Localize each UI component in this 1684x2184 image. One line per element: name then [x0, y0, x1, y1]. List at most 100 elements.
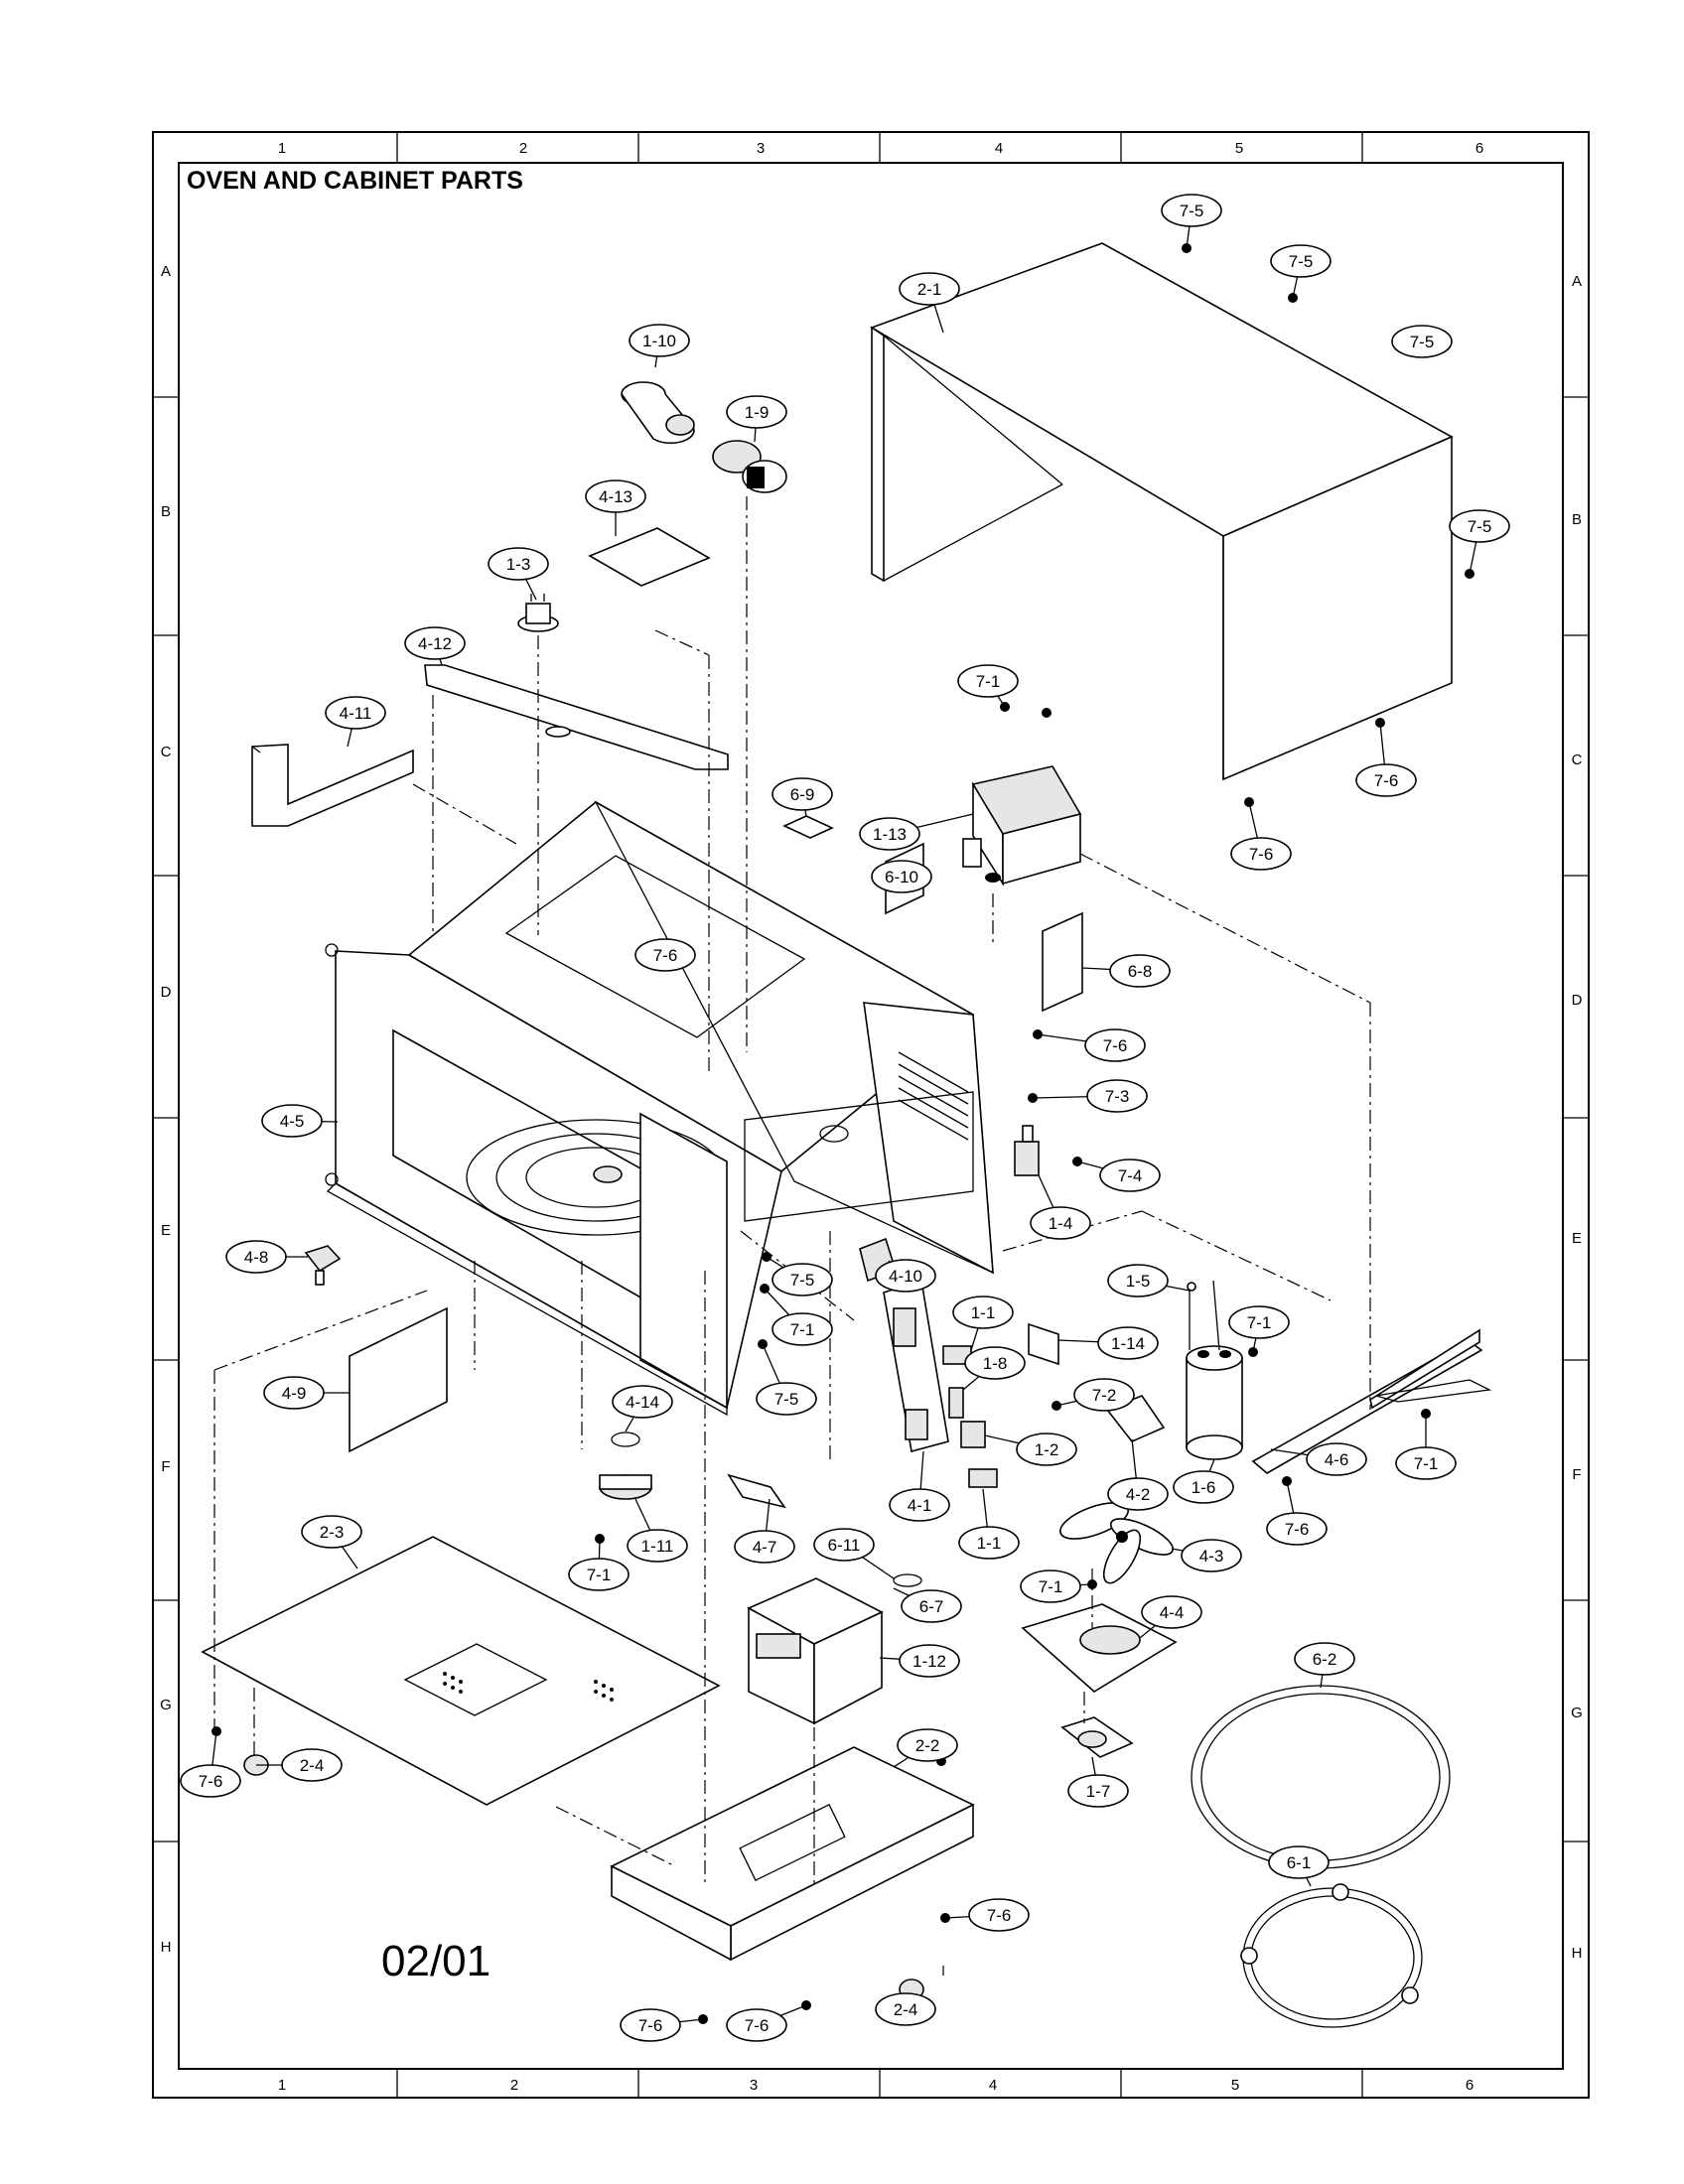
grid-col-bottom-5: 5: [1231, 2077, 1239, 2094]
assembly-leader-lines: [213, 496, 1371, 1976]
callout-bubble: [889, 1488, 950, 1522]
part-6-11-drawing: [893, 1573, 922, 1587]
callout-bubble: [968, 1898, 1030, 1932]
callout-label: 2-4: [300, 1756, 325, 1775]
callout-bubble: [957, 664, 1019, 698]
callout-label: 6-2: [1313, 1650, 1337, 1669]
callout-7-1: 7-1: [1020, 1570, 1081, 1603]
callout-7-6: 7-6: [180, 1764, 241, 1798]
callout-bubble: [1268, 1845, 1330, 1879]
grid-row-right-D: D: [1572, 992, 1583, 1009]
callout-label: 1-13: [873, 825, 907, 844]
callout-7-6: 7-6: [726, 2008, 787, 2042]
callout-7-6: 7-6: [634, 938, 696, 972]
callout-7-5: 7-5: [1270, 244, 1332, 278]
part-1-3-drawing: [517, 594, 559, 632]
callout-6-9: 6-9: [772, 777, 833, 811]
grid-row-right-H: H: [1572, 1945, 1583, 1962]
callout-label: 7-1: [587, 1566, 612, 1584]
grid-row-right-E: E: [1572, 1230, 1582, 1247]
grid-row-left-B: B: [161, 503, 171, 520]
callout-bubble: [1107, 1477, 1169, 1511]
date-mark: 02/01: [381, 1937, 491, 1985]
callout-7-1: 7-1: [1228, 1305, 1290, 1339]
callout-label: 4-10: [889, 1267, 922, 1286]
callout-4-2: 4-2: [1107, 1477, 1169, 1511]
outer-frame: [152, 131, 1590, 2099]
callout-label: 7-6: [1249, 845, 1274, 864]
callout-1-1: 1-1: [958, 1526, 1020, 1560]
callout-label: 7-6: [653, 946, 678, 965]
grid-row-left-A: A: [161, 263, 171, 280]
callout-label: 7-6: [1374, 771, 1399, 790]
callout-bubble: [899, 272, 960, 306]
callout-4-12: 4-12: [404, 626, 466, 660]
part-4-8-drawing: [304, 1245, 342, 1286]
part-6-1-drawing: [1240, 1883, 1423, 2028]
callout-2-4: 2-4: [281, 1748, 343, 1782]
callout-label: 1-2: [1035, 1440, 1059, 1459]
outer-cabinet-drawing: [870, 242, 1454, 781]
callout-7-6: 7-6: [1084, 1028, 1146, 1062]
grid-col-bottom-6: 6: [1466, 2077, 1474, 2094]
callout-1-4: 1-4: [1030, 1206, 1091, 1240]
callout-label: 7-1: [1039, 1577, 1063, 1596]
grid-row-right-F: F: [1572, 1466, 1581, 1483]
grid-col-bottom-4: 4: [989, 2077, 997, 2094]
grid-col-bottom-2: 2: [510, 2077, 518, 2094]
callout-label: 4-14: [626, 1393, 659, 1412]
part-1-12-drawing: [747, 1577, 884, 1725]
callout-7-1: 7-1: [957, 664, 1019, 698]
callout-label: 1-12: [912, 1652, 946, 1671]
callout-bubble: [1306, 1442, 1367, 1476]
callout-label: 1-9: [745, 403, 770, 422]
callout-bubble: [1395, 1446, 1457, 1480]
callout-7-6: 7-6: [1230, 837, 1292, 871]
part-4-5-drawing: [326, 1182, 728, 1417]
callout-label: 7-5: [774, 1390, 799, 1409]
callout-label: 7-6: [745, 2016, 770, 2035]
grid-row-left-C: C: [161, 744, 172, 760]
part-2-3-drawing: [201, 1536, 721, 1806]
callout-bubble: [585, 479, 646, 513]
callout-label: 7-5: [790, 1271, 815, 1290]
callout-bubble: [1141, 1595, 1202, 1629]
callout-bubble: [1020, 1570, 1081, 1603]
grid-row-right-B: B: [1572, 511, 1582, 528]
callout-bubble: [1067, 1774, 1129, 1808]
callout-label: 7-6: [199, 1772, 223, 1791]
callout-label: 6-7: [919, 1597, 944, 1616]
callout-bubble: [859, 817, 920, 851]
callout-4-10: 4-10: [875, 1259, 936, 1293]
callout-1-11: 1-11: [627, 1529, 688, 1563]
part-4-6-drawing: [1251, 1328, 1492, 1474]
callout-bubble: [180, 1764, 241, 1798]
callout-bubble: [1230, 837, 1292, 871]
callout-6-2: 6-2: [1294, 1642, 1355, 1676]
callout-label: 6-10: [885, 868, 918, 887]
callout-6-8: 6-8: [1109, 954, 1171, 988]
callout-bubble: [1016, 1433, 1077, 1466]
callout-bubble: [1084, 1028, 1146, 1062]
callout-bubble: [1355, 763, 1417, 797]
callout-label: 7-1: [1247, 1313, 1272, 1332]
callout-6-1: 6-1: [1268, 1845, 1330, 1879]
callout-bubble: [1161, 194, 1222, 227]
callout-bubble: [634, 938, 696, 972]
callout-label: 7-6: [638, 2016, 663, 2035]
callout-bubble: [756, 1382, 817, 1416]
callout-bubble: [964, 1346, 1026, 1380]
callout-bubble: [261, 1104, 323, 1138]
part-4-3-drawing: [1059, 1502, 1175, 1584]
callout-bubble: [1073, 1378, 1135, 1412]
callout-4-9: 4-9: [263, 1376, 325, 1410]
callout-label: 4-1: [908, 1496, 932, 1515]
callout-bubble: [899, 1644, 960, 1678]
part-1-10-drawing: [621, 381, 695, 445]
part-1-1-lower-drawing: [968, 1468, 998, 1488]
callout-bubble: [813, 1528, 875, 1562]
callout-label: 4-8: [244, 1248, 269, 1267]
grid-col-top-6: 6: [1475, 140, 1483, 157]
callout-bubble: [488, 547, 549, 581]
